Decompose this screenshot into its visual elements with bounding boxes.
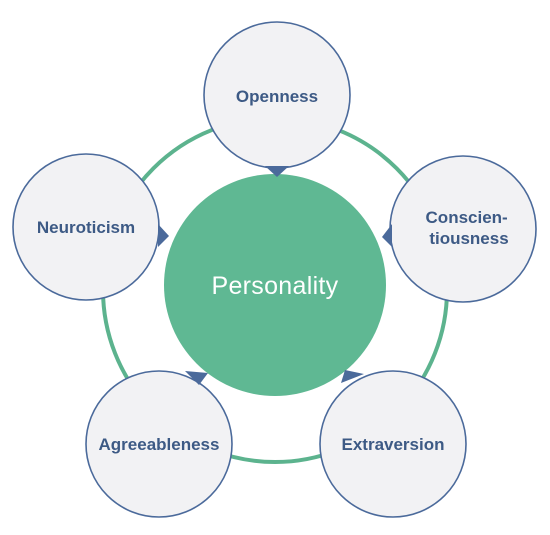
node-conscientiousness-label-line-1: Conscien-	[426, 208, 508, 227]
node-conscientiousness-pointer	[382, 224, 392, 247]
node-extraversion-label: Extraversion	[342, 435, 445, 454]
node-conscientiousness-label: Conscien- tiousness	[426, 208, 513, 248]
node-agreeableness-pointer	[185, 371, 208, 385]
node-neuroticism-pointer	[158, 224, 169, 247]
node-extraversion: Extraversion	[319, 370, 467, 518]
node-conscientiousness-label-line-2: tiousness	[429, 229, 508, 248]
node-extraversion-label-line: Extraversion	[342, 435, 445, 454]
node-agreeableness-label-line: Agreeableness	[99, 435, 220, 454]
node-neuroticism-label-line: Neuroticism	[37, 218, 135, 237]
center-circle	[164, 174, 386, 396]
center-label: Personality	[212, 272, 339, 300]
node-openness-pointer	[265, 166, 289, 177]
node-openness-label: Openness	[236, 87, 318, 106]
node-conscientiousness: Conscien- tiousness	[382, 155, 537, 303]
node-neuroticism: Neuroticism	[12, 153, 169, 301]
node-openness-label-line: Openness	[236, 87, 318, 106]
node-extraversion-circle	[319, 370, 467, 518]
node-neuroticism-label: Neuroticism	[37, 218, 135, 237]
center-node: Personality	[164, 174, 386, 396]
node-extraversion-pointer	[341, 370, 364, 383]
node-agreeableness-circle	[85, 370, 233, 518]
node-openness: Openness	[203, 21, 351, 177]
node-agreeableness: Agreeableness	[85, 370, 233, 518]
node-agreeableness-label: Agreeableness	[99, 435, 220, 454]
